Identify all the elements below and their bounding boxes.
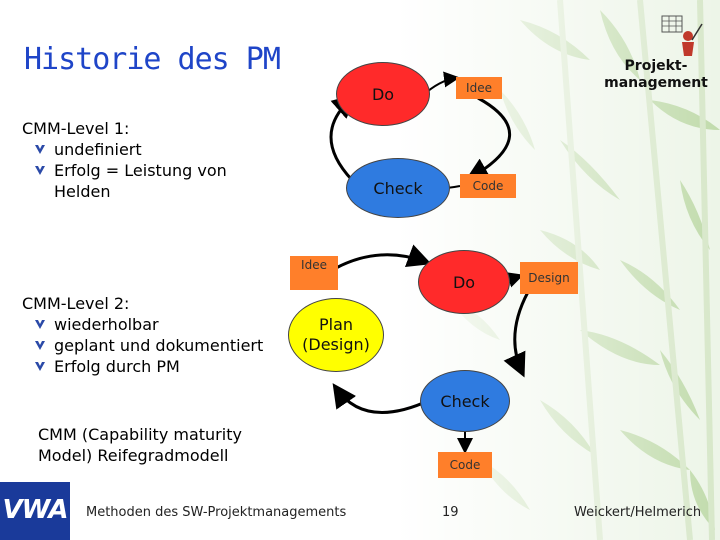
cycle2-do-node: Do — [418, 250, 510, 314]
plan-label-line2: (Design) — [302, 335, 370, 355]
plan-label-line1: Plan — [319, 315, 353, 335]
cycle2-arrow-check-to-plan — [336, 388, 430, 413]
cycle1-code-box: Code — [460, 174, 516, 198]
footer-course: Methoden des SW-Projektmanagements — [86, 505, 346, 520]
cycle1-arrow-idee-to-code — [470, 98, 510, 178]
vwa-logo-text: VWA — [0, 495, 70, 525]
cycle1-do-node: Do — [336, 62, 430, 126]
cycle2-idee-box: Idee — [290, 256, 338, 290]
footer-authors: Weickert/Helmerich — [574, 505, 701, 520]
cycle2-arrow-idee-to-do — [336, 255, 426, 268]
cycle2-design-box: Design — [520, 262, 578, 294]
cycle1-idee-box: Idee — [456, 77, 502, 99]
cycle2-plan-node: Plan (Design) — [288, 298, 384, 372]
cycle2-arrow-design-to-check — [515, 292, 528, 372]
vwa-logo: VWA — [0, 482, 70, 540]
cycle2-check-node: Check — [420, 370, 510, 432]
cycle2-code-box: Code — [438, 452, 492, 478]
cycle1-check-node: Check — [346, 158, 450, 218]
footer-page-number: 19 — [442, 505, 459, 520]
